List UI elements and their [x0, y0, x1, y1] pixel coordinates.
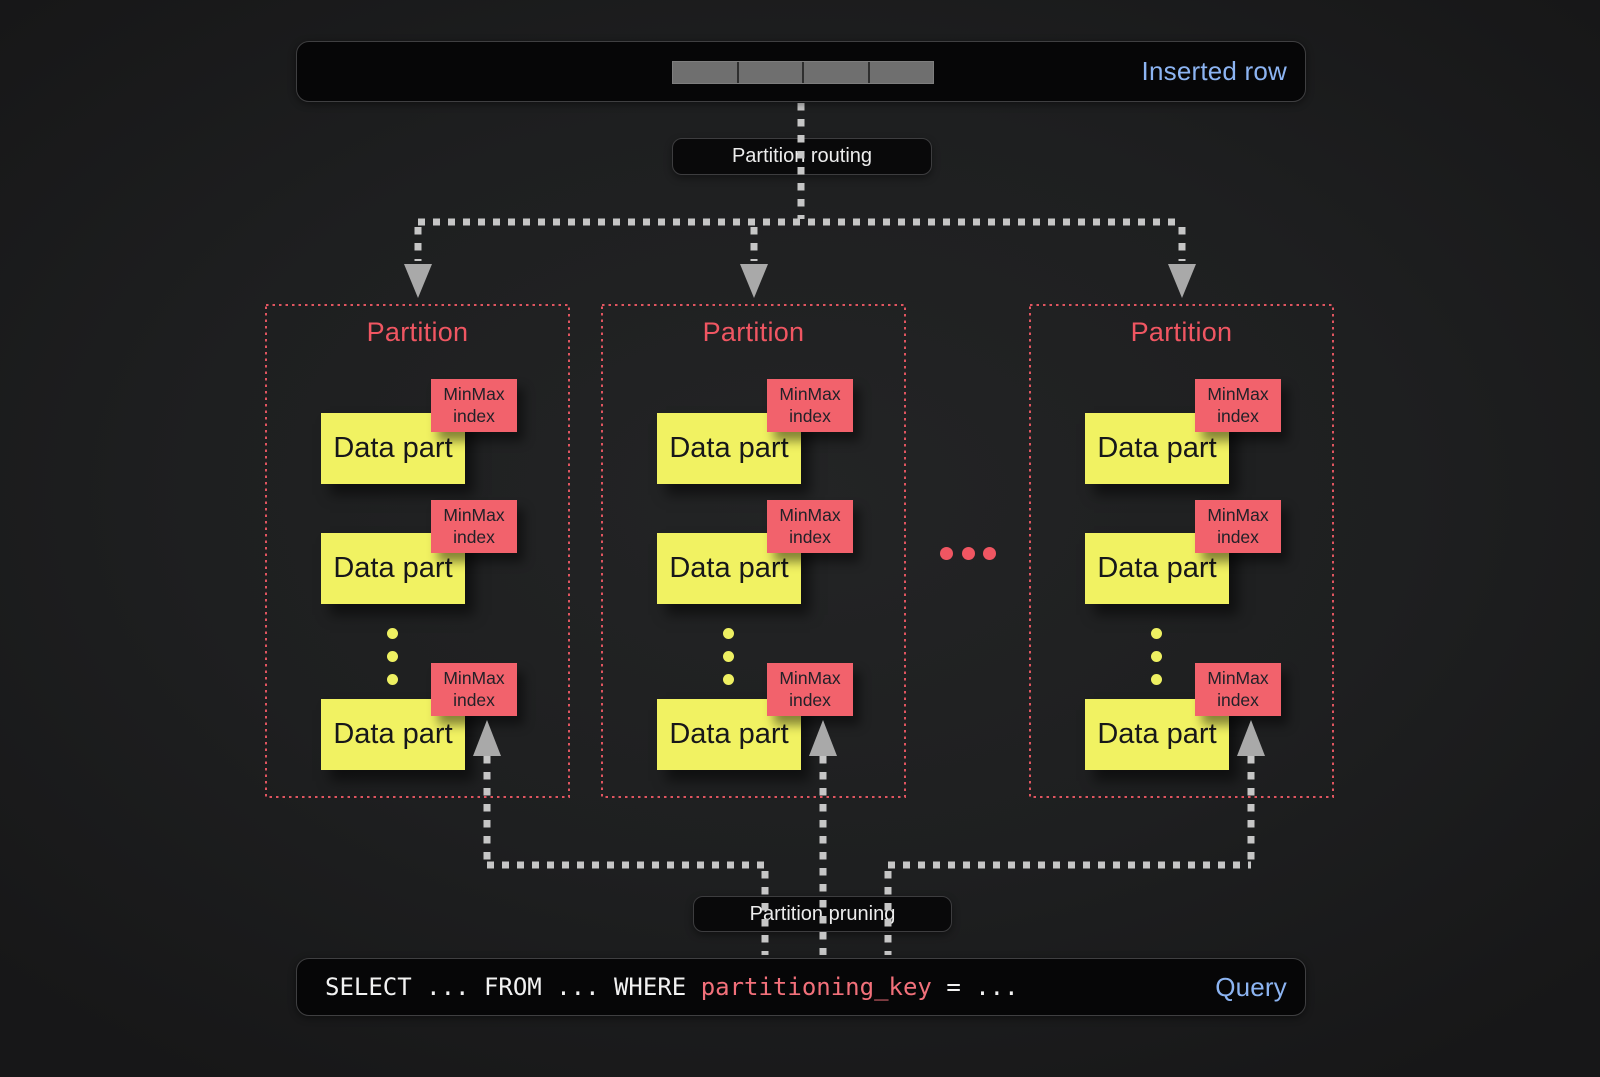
minmax-index-tag: MinMax index	[767, 379, 853, 432]
dot	[387, 674, 398, 685]
dot	[387, 628, 398, 639]
partition-ellipsis	[940, 547, 996, 560]
dot	[1151, 628, 1162, 639]
more-parts-dots	[1151, 628, 1162, 697]
sql-query-text: SELECT ... FROM ... WHERE partitioning_k…	[325, 959, 1019, 1015]
dot	[723, 674, 734, 685]
partition-box-1: Partition Data part MinMax index Data pa…	[265, 304, 570, 798]
inserted-row-label: Inserted row	[1141, 56, 1287, 86]
sql-segment: SELECT ... FROM ... WHERE	[325, 973, 701, 1001]
row-cell	[673, 62, 737, 83]
sql-segment: = ...	[931, 973, 1019, 1001]
sql-partitioning-key: partitioning_key	[700, 973, 932, 1001]
minmax-index-tag: MinMax index	[767, 663, 853, 716]
row-cell	[804, 62, 868, 83]
dot	[723, 651, 734, 662]
dot	[387, 651, 398, 662]
dot	[940, 547, 953, 560]
partition-title: Partition	[366, 317, 469, 347]
minmax-index-tag: MinMax index	[431, 663, 517, 716]
query-bar: SELECT ... FROM ... WHERE partitioning_k…	[296, 958, 1306, 1016]
row-cell	[738, 62, 802, 83]
dot	[1151, 674, 1162, 685]
partition-title: Partition	[1130, 317, 1233, 347]
more-parts-dots	[723, 628, 734, 697]
partition-pruning-label: Partition pruning	[693, 896, 952, 932]
minmax-index-tag: MinMax index	[431, 500, 517, 553]
dot	[723, 628, 734, 639]
more-parts-dots	[387, 628, 398, 697]
arrowhead-down-icon	[404, 264, 432, 298]
minmax-index-tag: MinMax index	[1195, 663, 1281, 716]
arrowhead-down-icon	[1168, 264, 1196, 298]
dot	[983, 547, 996, 560]
arrowhead-down-icon	[740, 264, 768, 298]
partition-box-2: Partition Data part MinMax index Data pa…	[601, 304, 906, 798]
partition-box-3: Partition Data part MinMax index Data pa…	[1029, 304, 1334, 798]
dot	[1151, 651, 1162, 662]
minmax-index-tag: MinMax index	[767, 500, 853, 553]
row-cell	[869, 62, 933, 83]
inserted-row-bar: Inserted row	[296, 41, 1306, 102]
dot	[961, 547, 975, 560]
inserted-row-cells	[672, 61, 934, 84]
minmax-index-tag: MinMax index	[1195, 379, 1281, 432]
partition-routing-label: Partition routing	[672, 138, 932, 175]
partition-title: Partition	[702, 317, 805, 347]
query-label: Query	[1215, 971, 1287, 1002]
minmax-index-tag: MinMax index	[1195, 500, 1281, 553]
minmax-index-tag: MinMax index	[431, 379, 517, 432]
